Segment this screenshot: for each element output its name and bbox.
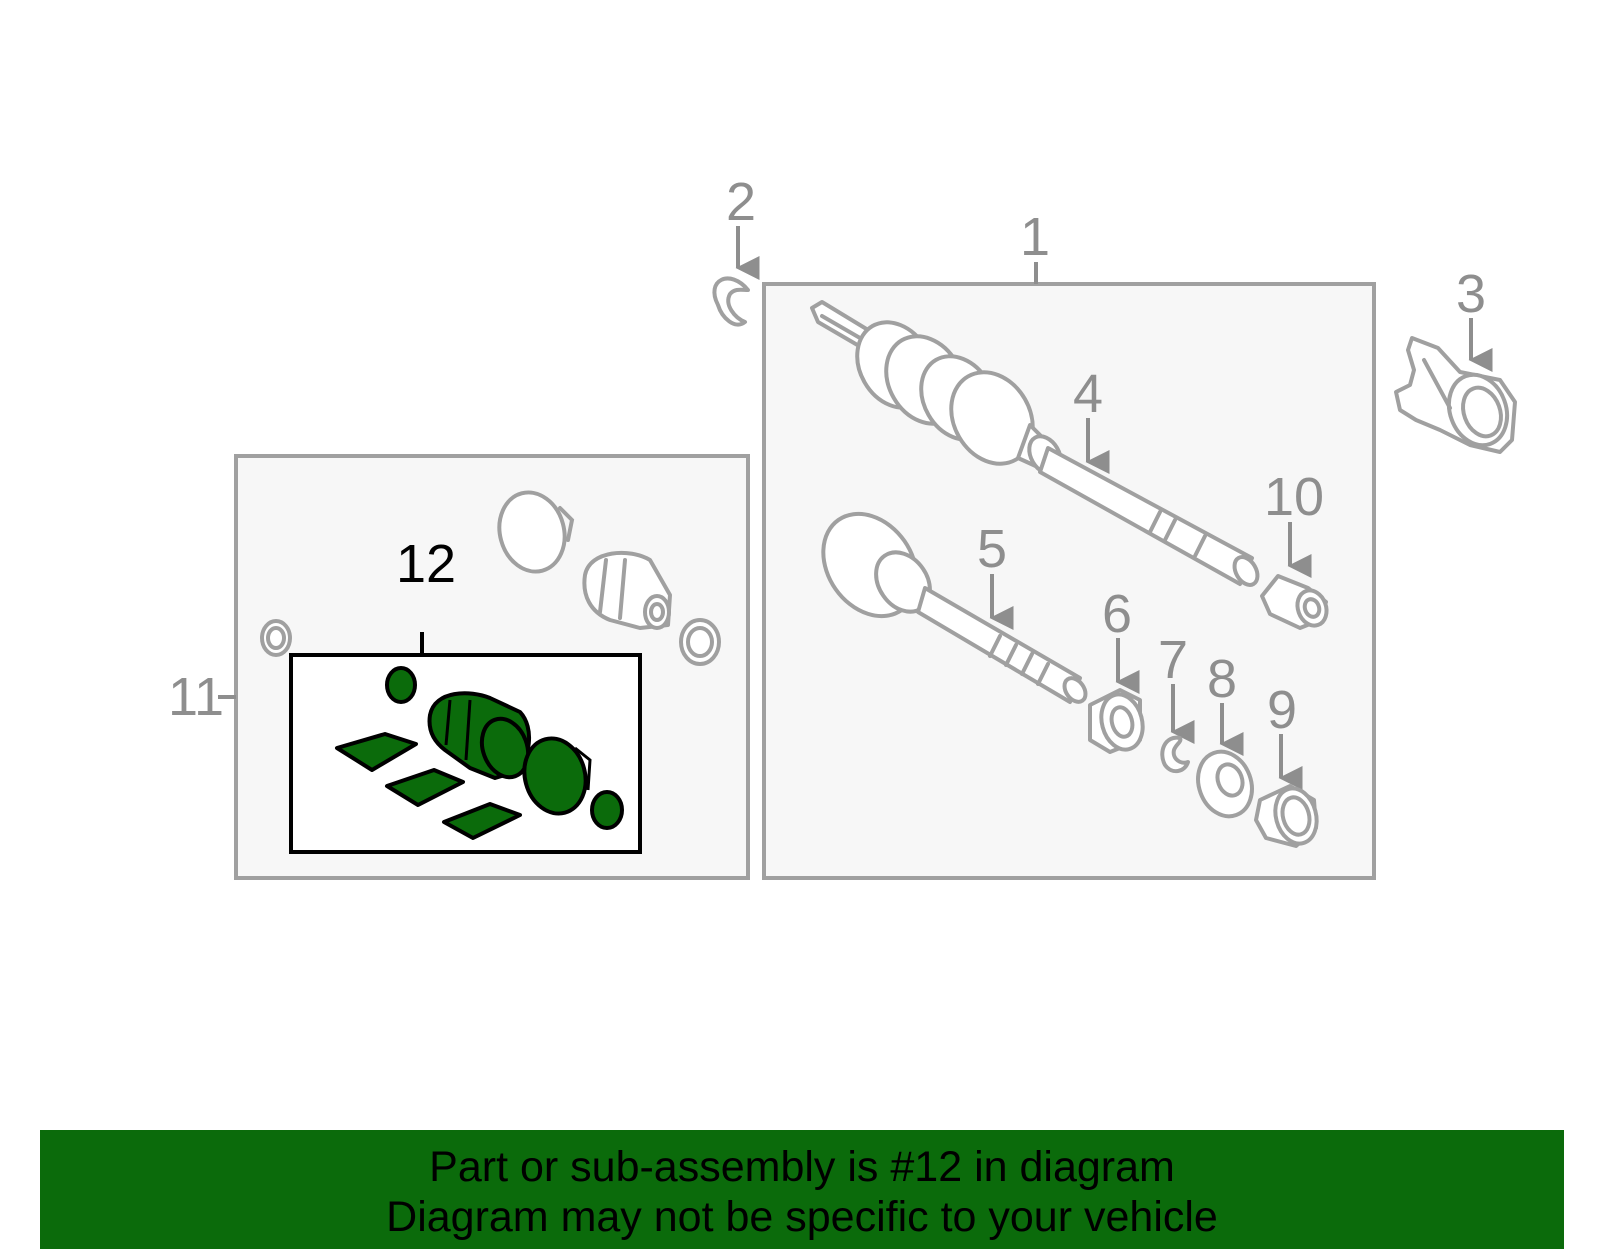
callout-12[interactable]: 12 (396, 534, 456, 594)
part-5-inboard-joint-shaft[interactable] (804, 496, 1090, 706)
callout-1[interactable]: 1 (1020, 207, 1050, 267)
callout-9[interactable]: 9 (1267, 680, 1297, 740)
callout-10[interactable]: 10 (1264, 467, 1324, 527)
part-10-dust-cover[interactable] (1260, 574, 1331, 630)
part-11-boot[interactable] (582, 550, 672, 630)
part-9-seal[interactable] (1254, 784, 1323, 848)
callout-7[interactable]: 7 (1158, 630, 1188, 690)
part-7-clip[interactable] (1160, 735, 1190, 774)
notice-banner: Part or sub-assembly is #12 in diagram D… (40, 1130, 1564, 1249)
callout-11[interactable]: 11 (168, 667, 224, 727)
callout-3[interactable]: 3 (1456, 264, 1486, 324)
banner-line-2: Diagram may not be specific to your vehi… (386, 1193, 1218, 1241)
parts-diagram: 2 1 3 4 10 5 6 7 8 9 11 12 (168, 172, 1517, 880)
callout-5[interactable]: 5 (977, 519, 1007, 579)
part-12-boot-kit[interactable] (335, 666, 624, 840)
part-11-boot-cover[interactable] (491, 485, 575, 579)
part-11-large-clamp[interactable] (679, 618, 721, 666)
callout-4[interactable]: 4 (1073, 364, 1103, 424)
banner-line-1: Part or sub-assembly is #12 in diagram (429, 1143, 1175, 1191)
callout-6[interactable]: 6 (1102, 584, 1132, 644)
part-2-snap-ring[interactable] (712, 276, 750, 327)
part-4-outboard-shaft[interactable] (810, 300, 1262, 589)
part-8-washer[interactable] (1189, 744, 1260, 824)
part-11-small-clamp[interactable] (260, 619, 292, 657)
part-3-carrier-bracket[interactable] (1394, 336, 1517, 454)
part-6-bushing[interactable] (1088, 688, 1149, 754)
callout-8[interactable]: 8 (1207, 649, 1237, 709)
callout-2[interactable]: 2 (726, 172, 756, 232)
